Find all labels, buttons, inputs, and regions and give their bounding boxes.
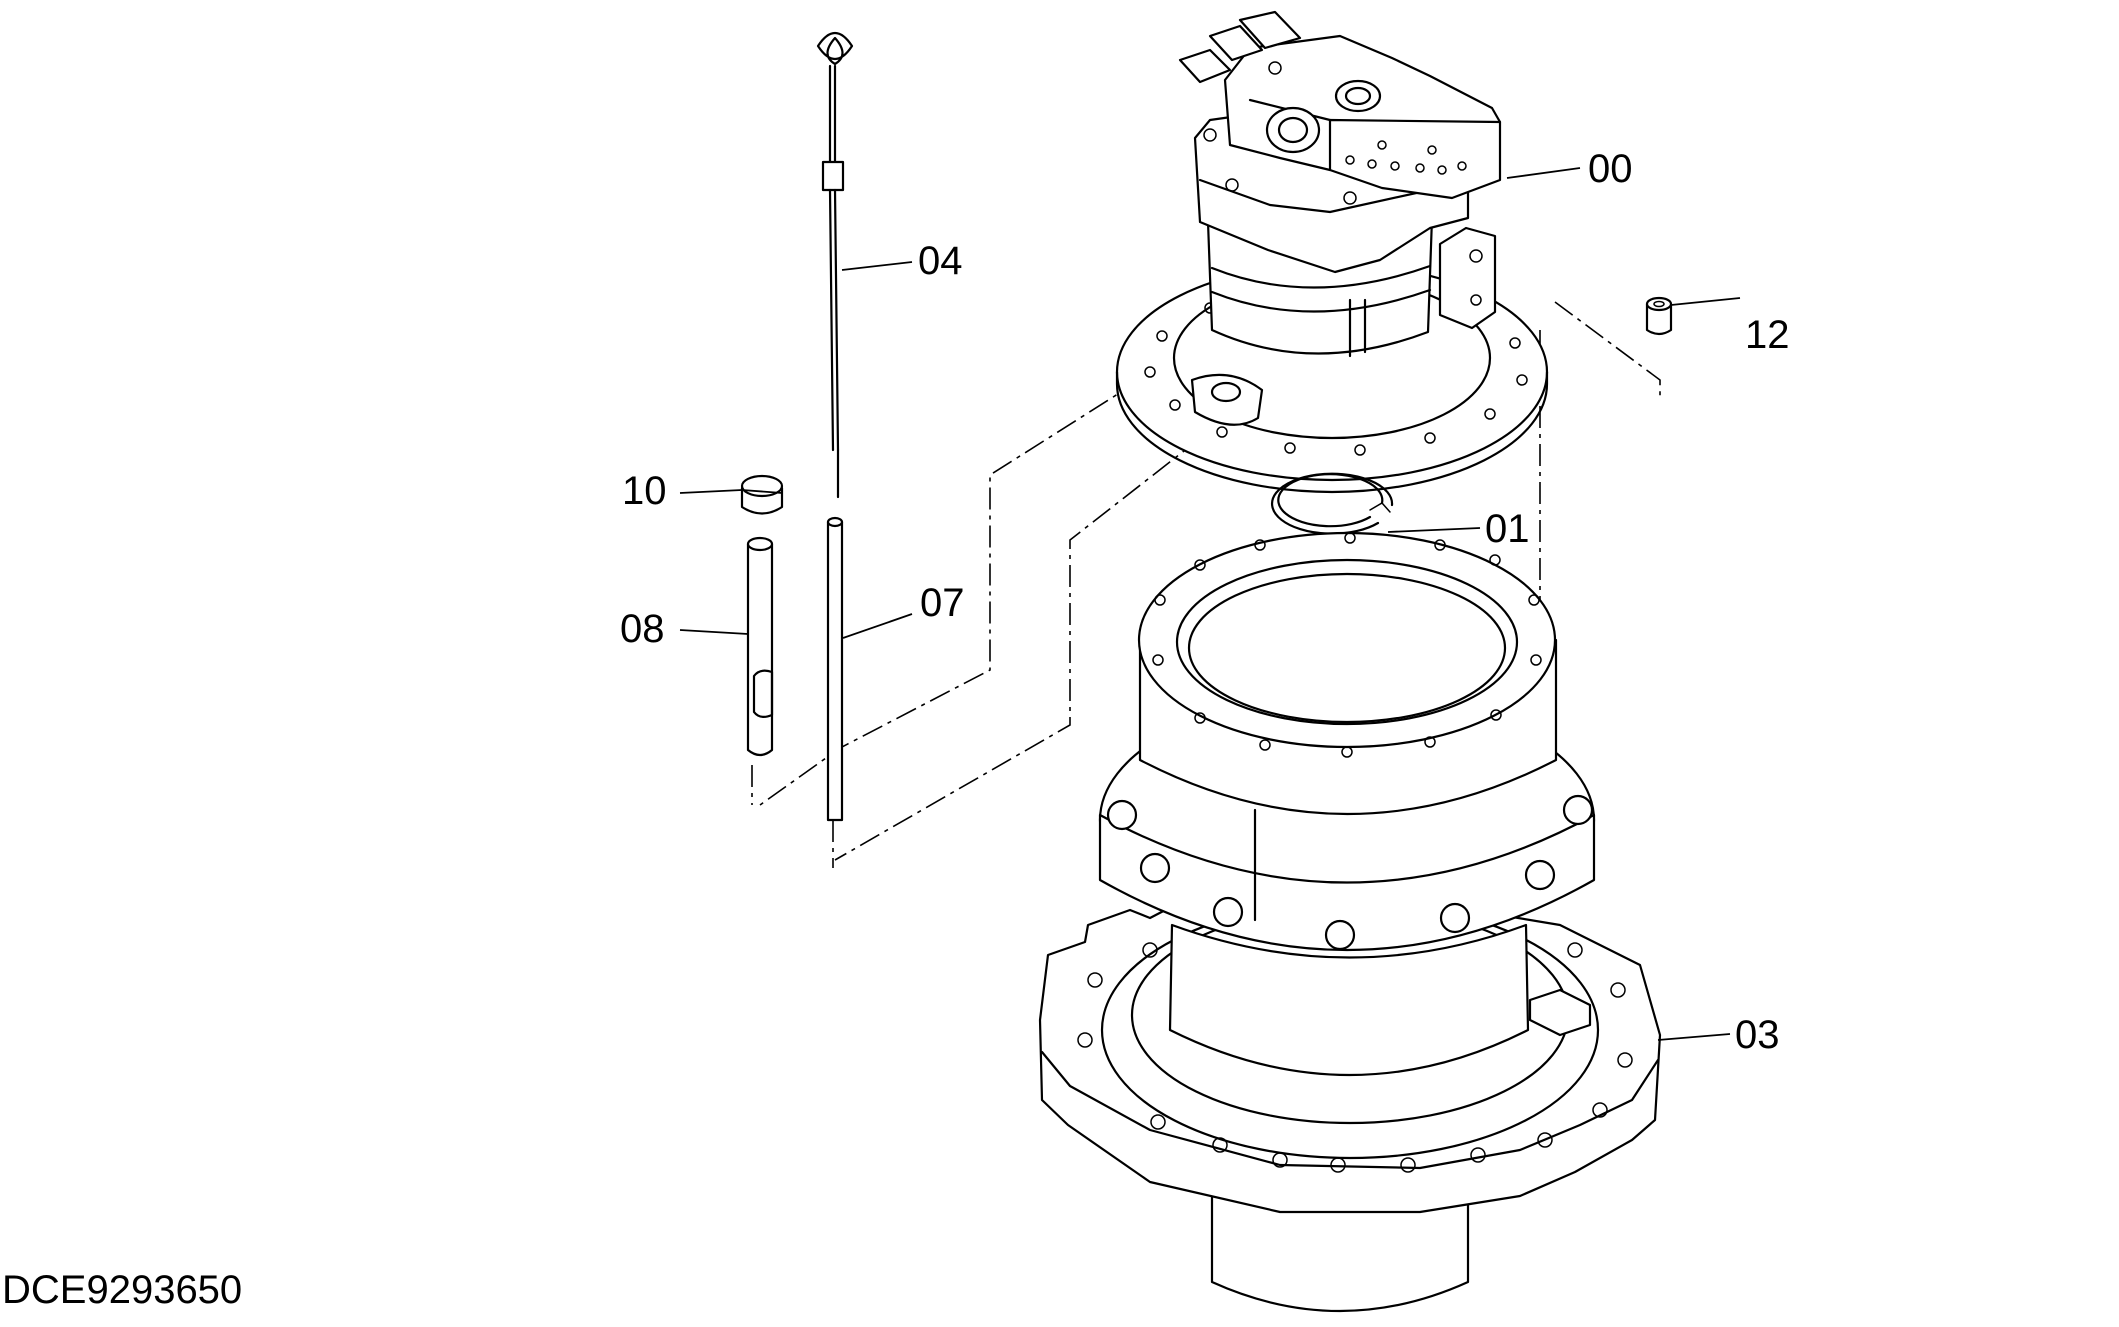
part-12-cap-screw	[1645, 296, 1673, 336]
callout-00: 00	[1588, 147, 1633, 191]
part-08-gauge-pipe	[746, 536, 774, 757]
callout-12: 12	[1745, 313, 1790, 357]
part-01-snap-ring	[1270, 472, 1394, 535]
leader-lines	[679, 167, 1741, 1041]
part-07-pipe	[826, 516, 844, 822]
callout-04: 04	[918, 239, 963, 283]
callout-01: 01	[1485, 507, 1530, 551]
callout-07: 07	[920, 581, 965, 625]
part-04-dipstick	[816, 31, 854, 499]
callout-08: 08	[620, 607, 665, 651]
part-10-plug	[740, 474, 784, 515]
callout-labels: 00 01 03 04 07 08 10 12	[620, 147, 1790, 1057]
callout-10: 10	[622, 469, 667, 513]
document-id: DCE9293650	[2, 1268, 243, 1312]
callout-03: 03	[1735, 1013, 1780, 1057]
part-03-reduction-gearbox	[1038, 531, 1662, 1312]
part-00-swing-motor	[1115, 10, 1549, 494]
